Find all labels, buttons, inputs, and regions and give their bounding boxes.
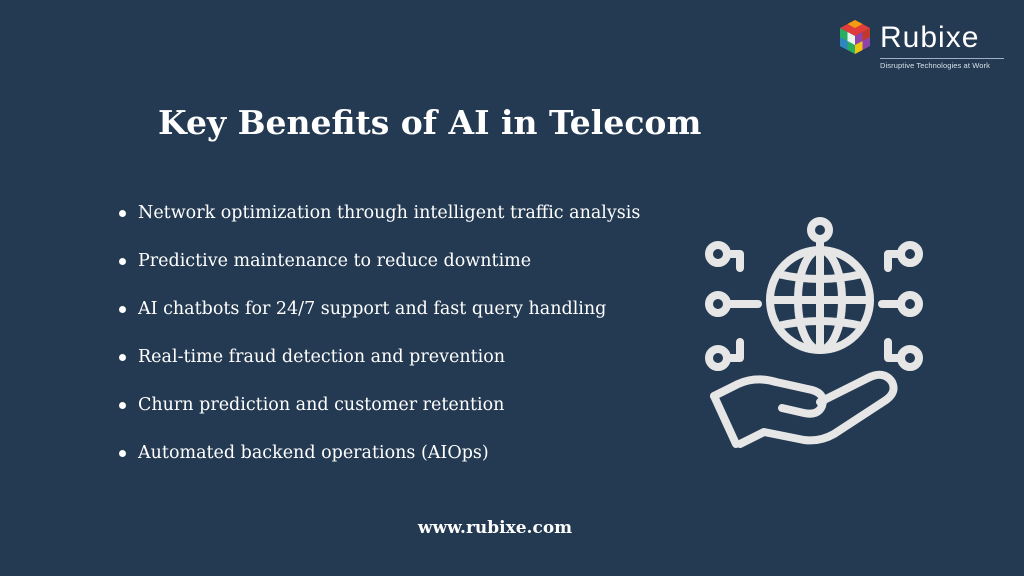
- brand-name: Rubixe: [880, 21, 980, 54]
- benefit-item: Predictive maintenance to reduce downtim…: [116, 244, 640, 292]
- website-url: www.rubixe.com: [417, 518, 573, 538]
- benefit-item: Real-time fraud detection and prevention: [116, 340, 640, 388]
- brand-tagline: Disruptive Technologies at Work: [880, 61, 990, 70]
- benefit-item: Automated backend operations (AIOps): [116, 436, 640, 484]
- benefit-text: Network optimization through intelligent…: [138, 203, 641, 223]
- benefit-text: AI chatbots for 24/7 support and fast qu…: [138, 299, 607, 319]
- logo-divider: [880, 58, 1004, 59]
- benefit-item: Churn prediction and customer retention: [116, 388, 640, 436]
- benefit-text: Predictive maintenance to reduce downtim…: [138, 251, 532, 271]
- globe-in-hand-network-icon: [705, 217, 923, 448]
- bullet-icon: [119, 354, 126, 361]
- benefit-item: Network optimization through intelligent…: [116, 196, 640, 244]
- benefit-text: Automated backend operations (AIOps): [138, 443, 489, 463]
- benefits-list: Network optimization through intelligent…: [116, 196, 640, 484]
- bullet-icon: [119, 210, 126, 217]
- rubixe-cube-icon: [840, 20, 870, 54]
- benefit-text: Churn prediction and customer retention: [138, 395, 505, 415]
- rubixe-logo: Rubixe Disruptive Technologies at Work: [836, 18, 1006, 74]
- bullet-icon: [119, 306, 126, 313]
- page-title: Key Benefits of AI in Telecom: [158, 103, 702, 142]
- bullet-icon: [119, 258, 126, 265]
- benefit-text: Real-time fraud detection and prevention: [138, 347, 506, 367]
- bullet-icon: [119, 402, 126, 409]
- bullet-icon: [119, 450, 126, 457]
- benefit-item: AI chatbots for 24/7 support and fast qu…: [116, 292, 640, 340]
